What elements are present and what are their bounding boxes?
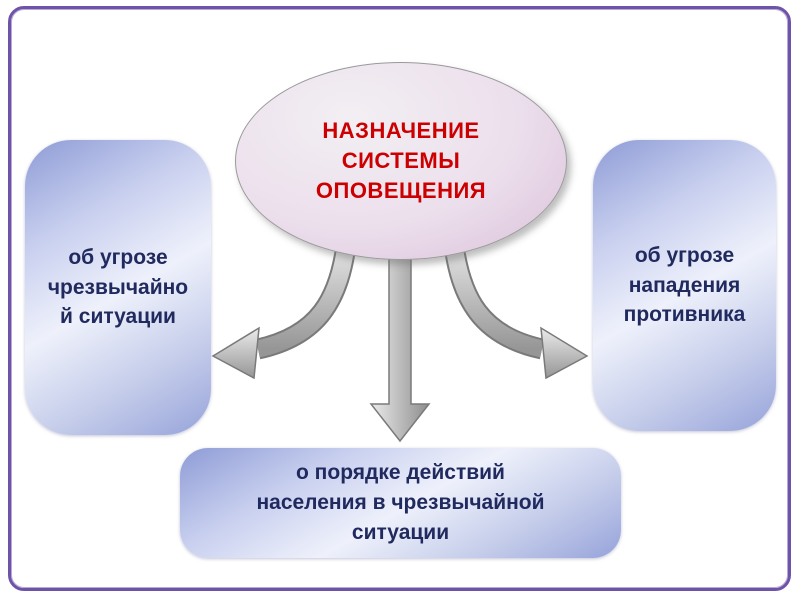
title-line: ОПОВЕЩЕНИЯ (315, 177, 487, 203)
right-box-line: противника (623, 303, 746, 327)
left-box-line: й ситуации (60, 305, 176, 329)
title-ellipse: НАЗНАЧЕНИЕ СИСТЕМЫ ОПОВЕЩЕНИЯ (235, 62, 567, 260)
bottom-box: о порядке действий населения в чрезвычай… (180, 448, 621, 558)
bottom-box-line: о порядке действий (296, 461, 505, 485)
title-line: СИСТЕМЫ (341, 148, 461, 174)
bottom-box-line: ситуации (351, 520, 450, 544)
right-box: об угрозе нападения противника (593, 140, 776, 431)
left-box-line: чрезвычайно (47, 275, 189, 299)
left-box: об угрозе чрезвычайно й ситуации (25, 140, 211, 435)
title-line: НАЗНАЧЕНИЕ (322, 118, 480, 144)
slide-border (8, 6, 791, 591)
right-box-line: нападения (628, 273, 741, 297)
bottom-box-line: населения в чрезвычайной (256, 491, 545, 515)
left-box-line: об угрозе (68, 245, 168, 269)
right-box-line: об угрозе (634, 243, 735, 267)
